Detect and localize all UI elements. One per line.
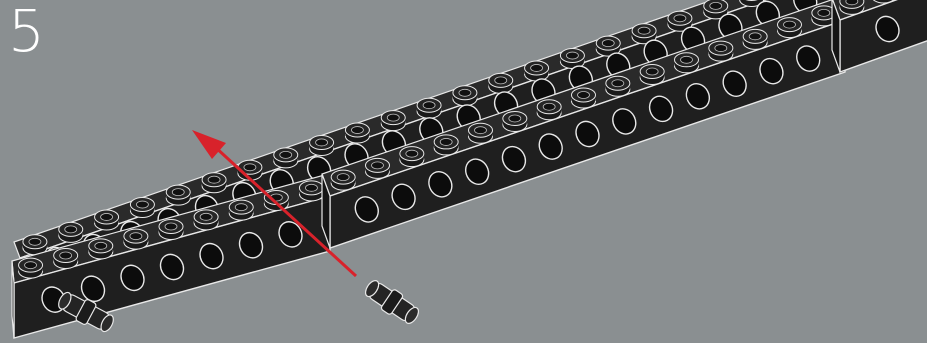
stud: [166, 185, 190, 205]
stud: [675, 53, 699, 73]
stud: [194, 210, 218, 230]
arrow-head: [192, 130, 226, 159]
stud: [606, 76, 630, 96]
stud: [202, 173, 226, 193]
stud: [572, 88, 596, 108]
stud: [345, 123, 369, 143]
stud: [19, 258, 43, 278]
stud: [95, 210, 119, 230]
stud: [709, 41, 733, 61]
stud: [503, 111, 527, 131]
stud: [525, 61, 549, 81]
stud: [54, 249, 78, 269]
stud: [310, 135, 334, 155]
technic-pin-loose: [361, 276, 423, 328]
stud: [489, 73, 513, 93]
stud: [124, 229, 148, 249]
stud: [743, 29, 767, 49]
stud: [299, 181, 323, 201]
stud: [159, 220, 183, 240]
short-end-beam: [832, 0, 927, 72]
stud: [778, 18, 802, 38]
stud: [331, 170, 355, 190]
stud: [381, 111, 405, 131]
stud: [229, 200, 253, 220]
stud: [400, 147, 424, 167]
stud: [130, 198, 154, 218]
stud: [537, 100, 561, 120]
stud: [469, 123, 493, 143]
stud: [89, 239, 113, 259]
stud: [840, 0, 864, 14]
stud: [640, 65, 664, 85]
stud: [453, 86, 477, 106]
stud: [417, 98, 441, 118]
stud: [366, 158, 390, 178]
stud: [59, 222, 83, 242]
stud: [274, 148, 298, 168]
stud: [434, 135, 458, 155]
